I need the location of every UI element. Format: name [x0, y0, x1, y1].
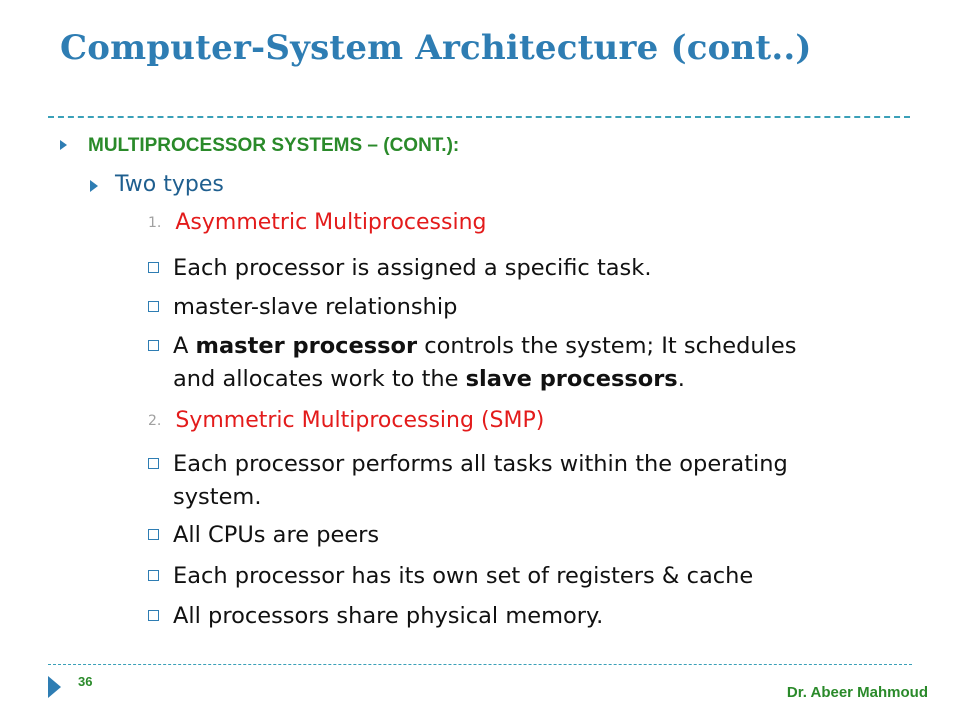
arrow-bullet-icon [60, 140, 67, 150]
title-divider [48, 116, 910, 118]
type-item: 2. Symmetric Multiprocessing (SMP) [148, 408, 544, 433]
type-item: 1. Asymmetric Multiprocessing [148, 210, 487, 235]
list-item-text: Each processor performs all tasks within… [173, 451, 788, 510]
type-name: Asymmetric Multiprocessing [175, 210, 487, 235]
square-bullet-icon [148, 610, 159, 621]
square-bullet-icon [148, 340, 159, 351]
square-bullet-icon [148, 529, 159, 540]
list-item-text: All processors share physical memory. [173, 603, 604, 629]
page-number: 36 [78, 674, 93, 689]
square-bullet-icon [148, 458, 159, 469]
section-heading: MULTIPROCESSOR SYSTEMS – (CONT.): [88, 135, 460, 156]
list-item-text: Each processor has its own set of regist… [173, 563, 754, 589]
author-name: Dr. Abeer Mahmoud [786, 684, 928, 701]
list-item-text: All CPUs are peers [173, 522, 380, 548]
square-bullet-icon [148, 570, 159, 581]
triangle-marker-icon [48, 676, 61, 698]
footer-divider [48, 664, 912, 665]
type-number: 2. [148, 413, 162, 429]
square-bullet-icon [148, 301, 159, 312]
list-item-text: A master processor controls the system; … [173, 333, 797, 392]
list-item-text: Each processor is assigned a specific ta… [173, 255, 652, 281]
subheading: Two types [115, 172, 224, 197]
square-bullet-icon [148, 262, 159, 273]
type-number: 1. [148, 215, 162, 231]
type-name: Symmetric Multiprocessing (SMP) [175, 408, 545, 433]
slide-title: Computer-System Architecture (cont..) [60, 28, 812, 68]
arrow-bullet-icon [90, 180, 98, 192]
list-item-text: master-slave relationship [173, 294, 458, 320]
